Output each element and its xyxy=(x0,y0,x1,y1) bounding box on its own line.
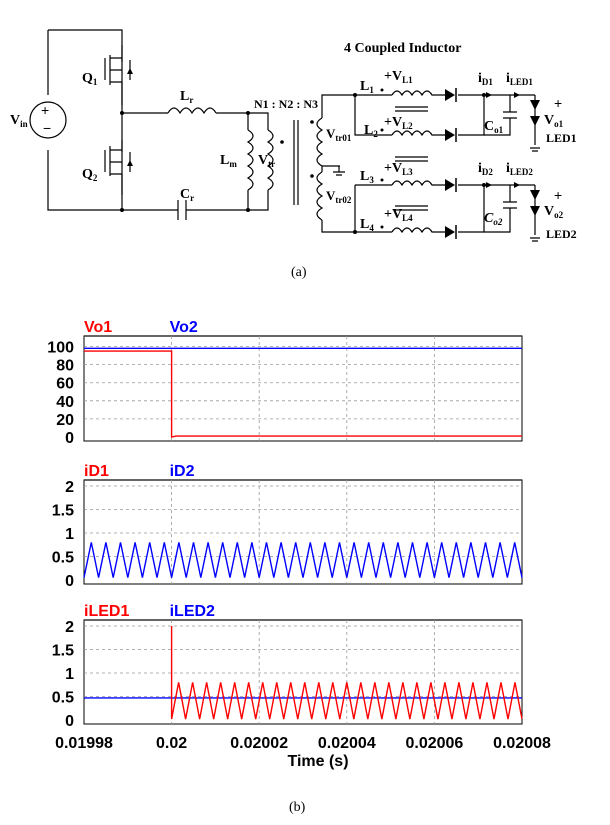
l4-inductor xyxy=(391,227,445,234)
y-tick-label: 80 xyxy=(56,358,74,375)
vl1-label: +VL1 xyxy=(384,69,413,85)
x-tick-label: 0.02008 xyxy=(493,735,551,752)
iled1-label: iLED1 xyxy=(506,71,533,87)
y-tick-label: 20 xyxy=(56,412,74,429)
y-tick-label: 2 xyxy=(65,479,74,496)
led2-icon xyxy=(530,190,540,200)
q2-label: Q2 xyxy=(82,167,98,183)
turns-ratio-label: N1 : N2 : N3 xyxy=(254,97,318,111)
vtr01-label: Vtr01 xyxy=(326,126,352,143)
y-tick-label: 0 xyxy=(65,713,74,730)
y-tick-label: 100 xyxy=(47,340,74,357)
x-tick-label: 0.02 xyxy=(156,735,187,752)
led1-icon xyxy=(530,100,540,110)
legend-item: iD1 xyxy=(84,463,109,480)
series-line-Vo1 xyxy=(84,350,522,438)
led1-label: LED1 xyxy=(546,131,577,145)
id1-label: iD1 xyxy=(478,71,493,87)
series-line-iD2 xyxy=(83,542,523,578)
x-tick-label: 0.02002 xyxy=(230,735,288,752)
d2-diode-icon xyxy=(445,129,455,141)
y-tick-label: 0.5 xyxy=(52,690,74,707)
y-tick-label: 2 xyxy=(65,619,74,636)
legend-item: Vo2 xyxy=(170,319,198,336)
y-tick-label: 0.5 xyxy=(52,550,74,567)
svg-text:+: + xyxy=(554,187,562,203)
plot-frame xyxy=(83,479,523,585)
circuit-title: 4 Coupled Inductor xyxy=(344,41,461,56)
y-tick-label: 1.5 xyxy=(52,503,74,520)
series-line-iLED1 xyxy=(170,626,523,720)
d4-diode-icon xyxy=(445,226,455,238)
vl4-label: +VL4 xyxy=(384,207,413,223)
vo2-label: Vo2 xyxy=(544,204,564,220)
l3-label: L3 xyxy=(360,169,374,185)
plot-frame xyxy=(83,619,523,725)
l2-inductor xyxy=(391,130,445,137)
x-tick-label: 0.01998 xyxy=(55,735,113,752)
x-tick-label: 0.02004 xyxy=(318,735,376,752)
iled2-label: iLED2 xyxy=(506,161,533,177)
vin-label: Vin xyxy=(10,113,28,129)
caption-b: (b) xyxy=(289,800,306,815)
vtr02-label: Vtr02 xyxy=(326,188,352,205)
q1-label: Q1 xyxy=(82,71,98,87)
led2-label: LED2 xyxy=(546,227,577,241)
vtr-label: Vtr xyxy=(258,153,275,169)
id2-label: iD2 xyxy=(478,161,493,177)
y-tick-label: 1.5 xyxy=(52,643,74,660)
y-tick-label: 60 xyxy=(56,376,74,393)
caption-a: (a) xyxy=(291,265,307,280)
lm-label: Lm xyxy=(220,153,237,169)
d1-diode-icon xyxy=(445,89,455,101)
legend-item: iLED1 xyxy=(84,603,129,620)
l1-inductor xyxy=(391,90,445,97)
co1-label: Co1 xyxy=(484,119,504,135)
plot-frame xyxy=(83,335,523,442)
vl3-label: +VL3 xyxy=(384,161,413,177)
svg-text:+: + xyxy=(554,95,562,111)
y-tick-label: 0 xyxy=(65,430,74,447)
lr-inductor xyxy=(167,107,217,115)
circuit-diagram: + − Vin Q1 Q2 Lr Cr Lm Vtr N1 : N2 : N3 V… xyxy=(10,29,577,242)
l3-inductor xyxy=(391,180,445,187)
y-tick-label: 40 xyxy=(56,394,74,411)
y-tick-label: 1 xyxy=(65,526,74,543)
co2-label: Co2 xyxy=(484,211,503,227)
legend-item: Vo1 xyxy=(84,319,112,336)
cr-label: Cr xyxy=(180,187,194,203)
vl2-label: +VL2 xyxy=(384,115,413,131)
legend-item: iD2 xyxy=(170,463,195,480)
vo1-label: Vo1 xyxy=(544,113,564,129)
d3-diode-icon xyxy=(445,179,455,191)
y-tick-label: 1 xyxy=(65,666,74,683)
y-tick-label: 0 xyxy=(65,573,74,590)
legend-item: iLED2 xyxy=(170,603,215,620)
l1-label: L1 xyxy=(360,79,374,95)
x-axis-label: Time (s) xyxy=(287,753,348,770)
vin-source-icon xyxy=(29,101,67,139)
l4-label: L4 xyxy=(360,217,374,233)
x-tick-label: 0.02006 xyxy=(405,735,463,752)
svg-text:−: − xyxy=(43,120,51,136)
lr-label: Lr xyxy=(180,89,193,105)
svg-text:+: + xyxy=(41,102,49,118)
l2-label: L2 xyxy=(364,123,378,139)
